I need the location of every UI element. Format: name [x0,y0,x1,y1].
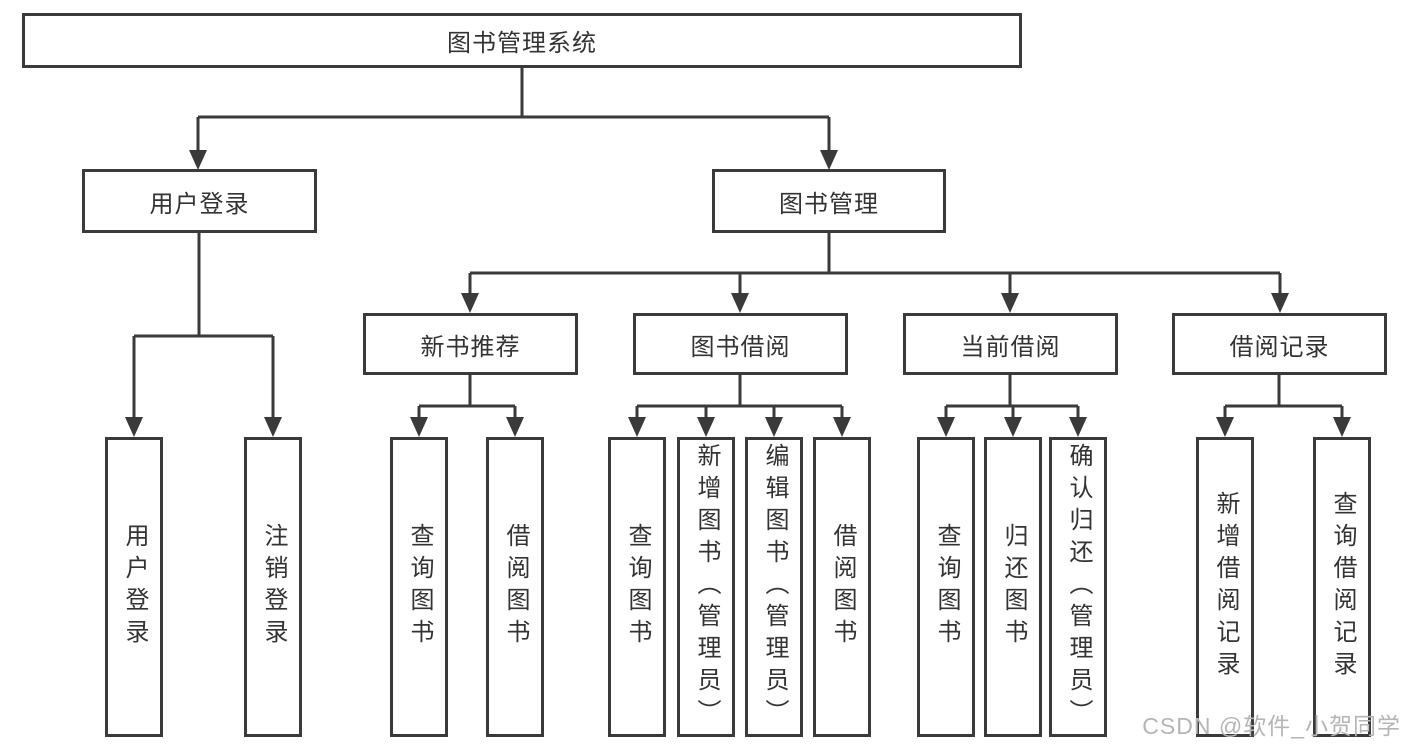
node-label: 编辑图书（管理员） [761,443,788,731]
node-label: 用户登录 [121,523,148,651]
node-label: 归还图书 [1000,523,1027,651]
node-label: 确认归还（管理员） [1065,443,1092,731]
node-label: 新增图书（管理员） [693,443,720,731]
leaf-edit-books-admin: 编辑图书（管理员） [745,437,803,737]
csdn-watermark: CSDN @软件_小贺同学 [1142,713,1401,739]
leaf-add-borrow-record: 新增借阅记录 [1196,437,1254,737]
leaf-search-books-current: 查询图书 [917,437,975,737]
leaf-confirm-return-admin: 确认归还（管理员） [1049,437,1107,737]
node-label: 查询图书 [406,523,433,651]
node-label: 借阅图书 [502,523,529,651]
node-label: 新增借阅记录 [1212,491,1239,683]
leaf-logout: 注销登录 [244,437,302,737]
node-label: 当前借阅 [960,333,1061,361]
leaf-return-books: 归还图书 [984,437,1042,737]
node-current-borrowing: 当前借阅 [903,313,1118,375]
leaf-search-borrow-record: 查询借阅记录 [1313,437,1371,737]
leaf-search-books-borrow: 查询图书 [608,437,666,737]
node-user-login: 用户登录 [82,169,317,233]
leaf-borrow-books: 借阅图书 [813,437,871,737]
node-root-library-system: 图书管理系统 [22,13,1022,68]
leaf-borrow-books-recommend: 借阅图书 [486,437,544,737]
node-book-management: 图书管理 [712,169,946,233]
node-label: 查询图书 [933,523,960,651]
node-label: 注销登录 [260,523,287,651]
node-new-book-recommendation: 新书推荐 [363,313,578,375]
node-label: 图书管理系统 [447,30,597,57]
node-borrowing-records: 借阅记录 [1172,313,1387,375]
node-label: 借阅图书 [829,523,856,651]
node-label: 用户登录 [149,190,250,218]
node-book-borrowing: 图书借阅 [633,313,848,375]
node-label: 查询借阅记录 [1329,491,1356,683]
node-label: 图书管理 [779,190,879,218]
node-label: 新书推荐 [420,333,521,361]
node-label: 查询图书 [624,523,651,651]
leaf-add-books-admin: 新增图书（管理员） [677,437,735,737]
node-label: 图书借阅 [690,333,791,361]
node-label: 借阅记录 [1229,333,1330,361]
leaf-user-login: 用户登录 [105,437,163,737]
leaf-search-books-recommend: 查询图书 [390,437,448,737]
